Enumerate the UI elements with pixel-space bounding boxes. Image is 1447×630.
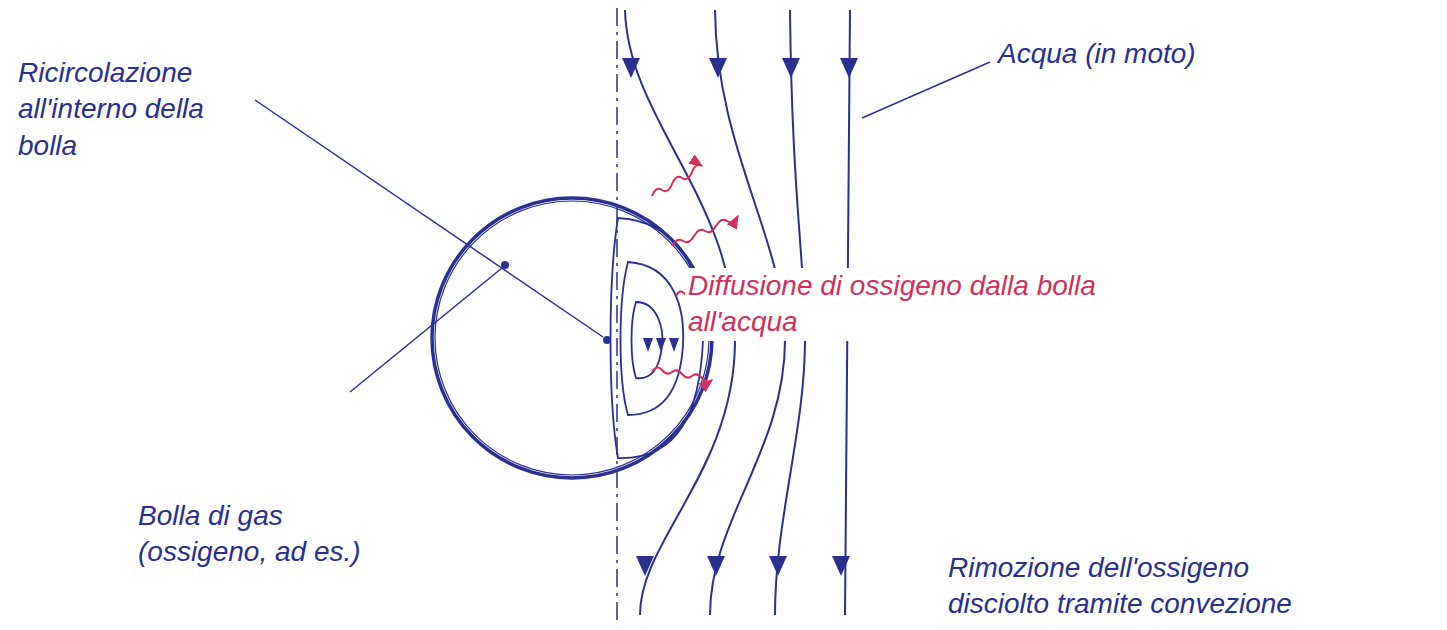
convection-label: Rimozione dell'ossigeno disciolto tramit… [945,550,1351,623]
symmetry-axis [616,8,618,622]
diffusion-label-box: Diffusione di ossigeno dalla bolla all'a… [685,268,1111,341]
streamline-arrowhead [636,556,654,576]
streamline-arrowhead [782,58,800,78]
streamline-arrowhead [769,556,787,576]
flow-arrowhead [669,338,679,352]
recirculation-loop [621,262,684,415]
water-label-box: Acqua (in moto) [995,36,1199,72]
streamline-arrowhead [832,556,850,576]
flow-arrowhead [656,338,666,352]
diffusion-label: Diffusione di ossigeno dalla bolla all'a… [685,268,1111,341]
streamline-arrowhead [840,58,858,78]
streamline-arrowhead [709,58,727,78]
leader-line [350,268,502,392]
diffusion-arrow [652,367,712,381]
bubble-label-box: Bolla di gas (ossigeno, ad es.) [135,498,401,571]
leader-dot [603,336,611,344]
gas-bubble [432,198,712,478]
diffusion-arrow [652,165,702,196]
leader-dot [501,261,509,269]
diffusion-arrow [672,216,738,246]
streamline-arrowhead [622,58,640,78]
recirculation-label: Ricircolazione all'interno della bolla [15,55,221,164]
gas-bubble-outline [435,201,709,475]
leader-line [862,62,990,118]
recirculation-label-box: Ricircolazione all'interno della bolla [15,55,221,164]
water-label: Acqua (in moto) [995,36,1199,72]
streamline-arrowhead [707,556,725,576]
convection-label-box: Rimozione dell'ossigeno disciolto tramit… [945,550,1351,623]
flow-arrowhead [643,338,653,352]
bubble-label: Bolla di gas (ossigeno, ad es.) [135,498,401,571]
leader-line [255,100,603,337]
